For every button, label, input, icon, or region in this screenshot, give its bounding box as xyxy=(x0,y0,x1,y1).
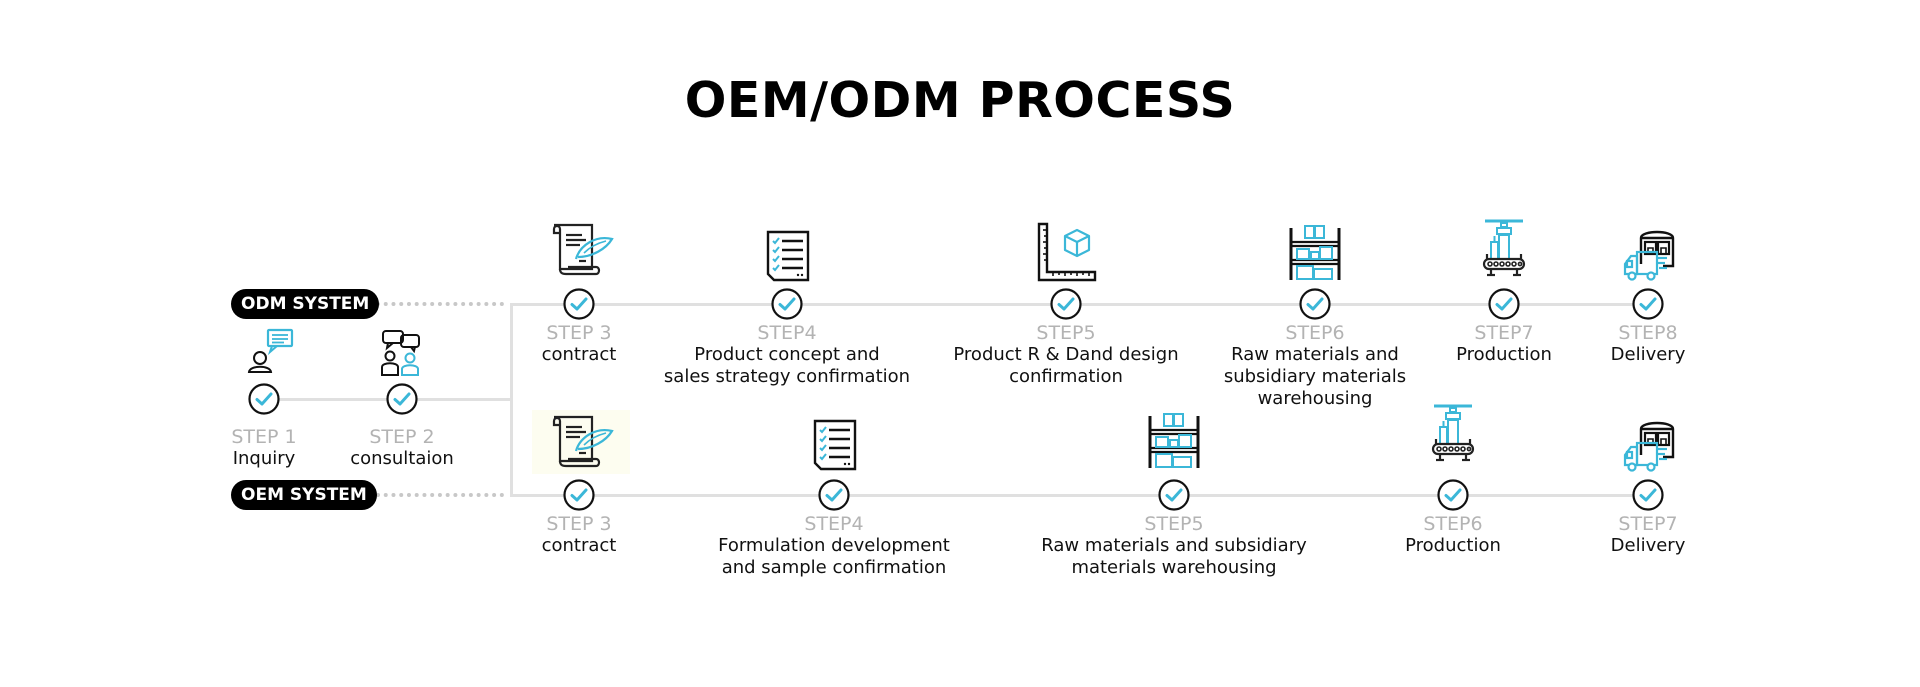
odm-dotted-connector xyxy=(376,302,504,306)
odm-system-badge: ODM SYSTEM xyxy=(231,289,380,319)
check-circle-icon xyxy=(1158,479,1190,511)
check-circle-icon xyxy=(1632,288,1664,320)
step-number: STEP8 xyxy=(1618,322,1678,344)
check-circle-icon xyxy=(1299,288,1331,320)
consultation-people-chat-icon xyxy=(377,329,427,379)
contract-scroll-quill-icon xyxy=(546,221,616,277)
page-title: OEM/ODM PROCESS xyxy=(684,72,1236,129)
step-label: Raw materials and subsidiary materials w… xyxy=(1223,344,1407,409)
step-number: STEP4 xyxy=(804,513,864,535)
ruler-cube-design-icon xyxy=(1037,222,1097,282)
step-label: consultaion xyxy=(350,448,454,469)
step-number: STEP5 xyxy=(1036,322,1096,344)
step-number: STEP7 xyxy=(1618,513,1678,535)
checklist-icon xyxy=(765,230,811,282)
step-number: STEP 3 xyxy=(546,513,612,535)
step-label: Raw materials and subsidiary materials w… xyxy=(1041,535,1307,578)
warehouse-shelf-icon xyxy=(1287,222,1343,282)
check-circle-icon xyxy=(1437,479,1469,511)
step-label: Formulation development and sample confi… xyxy=(718,535,950,578)
step-label: contract xyxy=(541,535,617,556)
step-label: contract xyxy=(541,344,617,365)
delivery-truck-warehouse-icon xyxy=(1623,417,1679,473)
step-label: Production xyxy=(1405,535,1501,556)
warehouse-shelf-icon xyxy=(1146,410,1202,470)
step-number: STEP 1 xyxy=(231,426,297,448)
step-number: STEP 2 xyxy=(369,426,435,448)
step-label: Inquiry xyxy=(232,448,296,469)
check-circle-icon xyxy=(1488,288,1520,320)
step-label: Delivery xyxy=(1610,344,1686,365)
branch-vertical-line xyxy=(510,303,513,497)
contract-scroll-quill-icon xyxy=(546,413,616,469)
step-label: Delivery xyxy=(1610,535,1686,556)
delivery-truck-warehouse-icon xyxy=(1623,226,1679,282)
step-label: Product R & Dand design confirmation xyxy=(953,344,1179,387)
inquiry-person-chat-icon xyxy=(246,326,296,376)
step-number: STEP6 xyxy=(1285,322,1345,344)
production-machine-icon xyxy=(1479,218,1529,282)
oem-system-badge: OEM SYSTEM xyxy=(231,480,377,510)
step-label: Production xyxy=(1456,344,1552,365)
step-number: STEP 3 xyxy=(546,322,612,344)
step-number: STEP4 xyxy=(757,322,817,344)
step-number: STEP6 xyxy=(1423,513,1483,535)
check-circle-icon xyxy=(563,479,595,511)
step-number: STEP5 xyxy=(1144,513,1204,535)
production-machine-icon xyxy=(1428,403,1478,467)
check-circle-icon xyxy=(248,383,280,415)
oem-line xyxy=(510,494,1650,497)
step-label: Product concept and sales strategy confi… xyxy=(663,344,911,387)
check-circle-icon xyxy=(818,479,850,511)
checklist-icon xyxy=(812,419,858,471)
check-circle-icon xyxy=(771,288,803,320)
check-circle-icon xyxy=(563,288,595,320)
check-circle-icon xyxy=(1632,479,1664,511)
check-circle-icon xyxy=(1050,288,1082,320)
oem-dotted-connector xyxy=(376,493,504,497)
check-circle-icon xyxy=(386,383,418,415)
step-number: STEP7 xyxy=(1474,322,1534,344)
